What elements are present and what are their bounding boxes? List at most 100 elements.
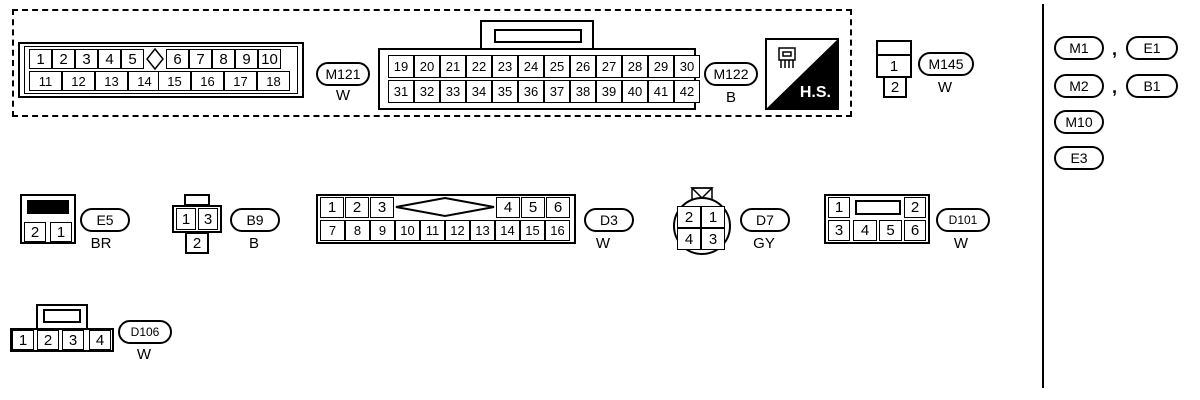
- d3-pin-5: 5: [521, 197, 545, 218]
- m122-pin-36: 36: [518, 80, 544, 103]
- m121-polarization-key: [146, 48, 164, 70]
- m121-pin-14: 14: [128, 71, 161, 91]
- d3-pin-8: 8: [345, 220, 370, 241]
- connector-id-e5: E5: [80, 208, 130, 232]
- b9-pin-3: 3: [198, 208, 218, 230]
- legend-item-b1: B1: [1126, 74, 1178, 98]
- connector-d106-lock-window: [43, 309, 81, 323]
- d101-pin-3: 3: [828, 220, 850, 241]
- m122-pin-38: 38: [570, 80, 596, 103]
- m122-pin-29: 29: [648, 55, 674, 78]
- d101-pin-1: 1: [828, 197, 850, 218]
- b9-pin-2: 2: [185, 232, 209, 254]
- connector-id-b9: B9: [230, 208, 280, 232]
- connector-color-d106: W: [136, 346, 152, 363]
- connector-color-m121: W: [335, 87, 351, 104]
- m121-pin-9: 9: [235, 49, 258, 69]
- m121-pin-15: 15: [158, 71, 191, 91]
- e5-pin-1: 1: [50, 222, 72, 242]
- connector-color-d7: GY: [753, 235, 775, 252]
- connector-id-d101: D101: [936, 208, 990, 232]
- m122-pin-31: 31: [388, 80, 414, 103]
- connector-color-m145: W: [937, 79, 953, 96]
- legend-item-m2: M2: [1054, 74, 1104, 98]
- m122-pin-24: 24: [518, 55, 544, 78]
- m122-pin-35: 35: [492, 80, 518, 103]
- connector-id-m145: M145: [918, 52, 974, 76]
- connector-e5-lock-tab: [27, 200, 69, 214]
- m121-pin-7: 7: [189, 49, 212, 69]
- connector-id-d106: D106: [118, 320, 172, 344]
- connector-id-d7: D7: [740, 208, 790, 232]
- m122-pin-40: 40: [622, 80, 648, 103]
- m122-pin-20: 20: [414, 55, 440, 78]
- harness-side-symbol: H.S.: [765, 38, 839, 110]
- m122-pin-25: 25: [544, 55, 570, 78]
- m122-pin-30: 30: [674, 55, 700, 78]
- d7-pin-3: 3: [701, 228, 725, 250]
- m122-pin-27: 27: [596, 55, 622, 78]
- d106-pin-2: 2: [37, 330, 59, 350]
- m121-pin-17: 17: [224, 71, 257, 91]
- connector-color-b9: B: [248, 235, 259, 252]
- d101-pin-2: 2: [904, 197, 926, 218]
- m121-pin-4: 4: [98, 49, 121, 69]
- d106-pin-3: 3: [62, 330, 84, 350]
- d101-pin-6: 6: [904, 220, 926, 241]
- connector-color-d101: W: [953, 235, 969, 252]
- m121-pin-1: 1: [29, 49, 52, 69]
- d3-pin-11: 11: [420, 220, 445, 241]
- m121-pin-18: 18: [257, 71, 290, 91]
- m122-pin-34: 34: [466, 80, 492, 103]
- m122-pin-23: 23: [492, 55, 518, 78]
- legend-divider: [1042, 4, 1044, 388]
- connector-d101-lock-window: [855, 200, 901, 215]
- legend-item-m1: M1: [1054, 36, 1104, 60]
- m121-m122-connector-group: [12, 9, 852, 117]
- d3-pin-3: 3: [370, 197, 394, 218]
- connector-m122-latch-window: [494, 29, 582, 43]
- m122-pin-19: 19: [388, 55, 414, 78]
- d106-pin-1: 1: [12, 330, 34, 350]
- m121-pin-6: 6: [166, 49, 189, 69]
- d3-pin-7: 7: [320, 220, 345, 241]
- d3-pin-14: 14: [495, 220, 520, 241]
- d7-pin-4: 4: [677, 228, 701, 250]
- d101-pin-4: 4: [853, 220, 877, 241]
- legend-item-m10: M10: [1054, 110, 1104, 134]
- d3-pin-9: 9: [370, 220, 395, 241]
- m121-pin-11: 11: [29, 71, 62, 91]
- m145-pin-1: 1: [876, 54, 912, 78]
- d3-pin-6: 6: [546, 197, 570, 218]
- legend-separator: ,: [1112, 77, 1118, 97]
- m122-pin-41: 41: [648, 80, 674, 103]
- d3-pin-2: 2: [345, 197, 369, 218]
- m122-pin-28: 28: [622, 55, 648, 78]
- m121-pin-8: 8: [212, 49, 235, 69]
- m122-pin-22: 22: [466, 55, 492, 78]
- hs-label: H.S.: [799, 84, 831, 101]
- d101-pin-5: 5: [879, 220, 902, 241]
- m122-pin-39: 39: [596, 80, 622, 103]
- m121-pin-5: 5: [121, 49, 144, 69]
- connector-color-d3: W: [595, 235, 611, 252]
- e5-pin-2: 2: [24, 222, 46, 242]
- m122-pin-32: 32: [414, 80, 440, 103]
- m122-pin-42: 42: [674, 80, 700, 103]
- d3-polarization-key: [395, 196, 495, 218]
- m145-pin-2: 2: [883, 76, 907, 98]
- d3-pin-10: 10: [395, 220, 420, 241]
- d106-pin-4: 4: [89, 330, 111, 350]
- b9-pin-1: 1: [176, 208, 196, 230]
- connector-color-e5: BR: [90, 235, 112, 252]
- d3-pin-4: 4: [496, 197, 520, 218]
- m121-pin-13: 13: [95, 71, 128, 91]
- m121-pin-10: 10: [258, 49, 281, 69]
- m122-pin-37: 37: [544, 80, 570, 103]
- m122-pin-26: 26: [570, 55, 596, 78]
- d7-pin-1: 1: [701, 206, 725, 228]
- legend-item-e3: E3: [1054, 146, 1104, 170]
- m122-pin-21: 21: [440, 55, 466, 78]
- d3-pin-12: 12: [445, 220, 470, 241]
- m122-pin-33: 33: [440, 80, 466, 103]
